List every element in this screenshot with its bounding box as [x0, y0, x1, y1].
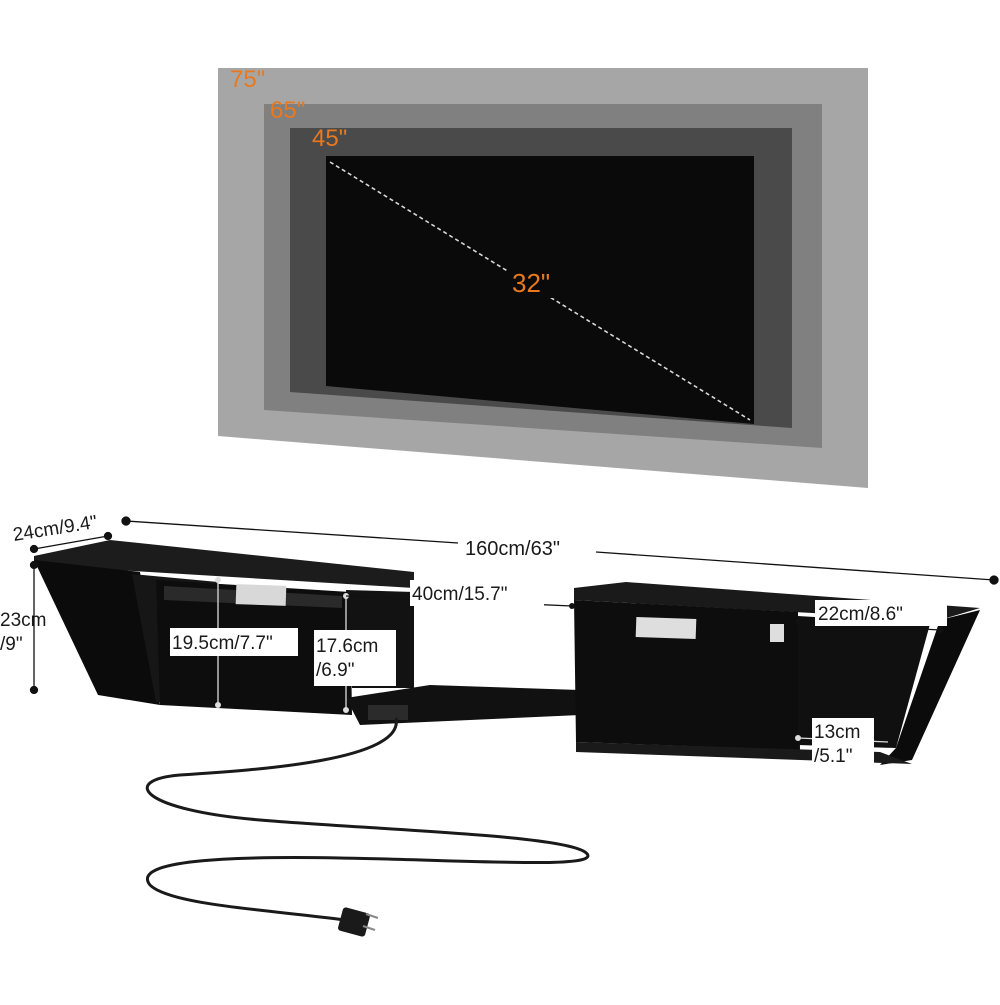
- label-45-inch: 45": [312, 125, 347, 152]
- depth-dot-right: [103, 531, 113, 541]
- label-32-inch: 32": [512, 268, 550, 298]
- height-cm-label: 23cm: [0, 610, 46, 631]
- right-shelf-height-cm-label: 13cm: [814, 722, 860, 743]
- width-line-left: [125, 520, 459, 544]
- width-dot-right: [989, 575, 999, 585]
- center-height-cm-label: 17.6cm: [316, 636, 378, 657]
- left-side-panel: [34, 560, 160, 705]
- right-open-shelf: [798, 616, 930, 748]
- total-width-label: 160cm/63": [465, 538, 560, 560]
- depth-dot-left: [29, 544, 39, 554]
- left-cabinet-height-label: 19.5cm/7.7": [172, 633, 273, 654]
- left-led-light: [235, 584, 287, 606]
- power-cord: [145, 717, 590, 922]
- tv-size-comparison: 75" 65" 45" 32": [218, 66, 868, 488]
- label-75-inch: 75": [230, 66, 265, 93]
- height-dot-top: [29, 560, 39, 570]
- depth-line: [33, 535, 109, 550]
- center-power-box: [368, 705, 408, 720]
- center-opening-label: 40cm/15.7": [412, 584, 507, 605]
- right-led-light-1: [635, 616, 697, 640]
- left-top-panel: [34, 540, 414, 588]
- right-shelf-width-label: 22cm/8.6": [818, 604, 903, 625]
- width-dot-left: [121, 516, 131, 526]
- height-in-label: /9": [0, 634, 23, 655]
- depth-label: 24cm/9.4": [11, 512, 98, 546]
- right-cabinet: [574, 600, 800, 750]
- power-plug-icon: [338, 907, 379, 937]
- center-height-in-label: /6.9": [316, 660, 354, 681]
- right-led-light-2: [770, 624, 784, 642]
- right-slanted-side: [880, 610, 980, 765]
- label-65-inch: 65": [270, 97, 305, 124]
- right-shelf-height-in-label: /5.1": [814, 746, 852, 767]
- height-dot-bottom: [29, 685, 39, 695]
- width-line-right: [595, 551, 995, 581]
